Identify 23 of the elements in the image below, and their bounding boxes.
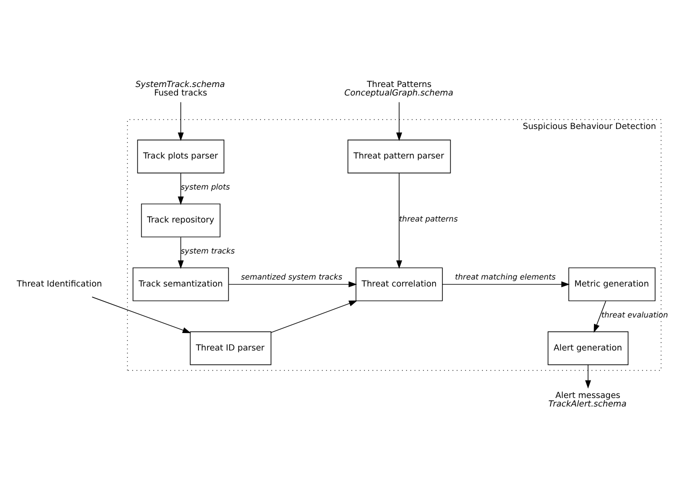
arrow (396, 172, 402, 268)
arrow (178, 236, 184, 268)
node-box: Threat pattern parser (348, 139, 451, 173)
node-text: Threat Identification (16, 278, 102, 288)
node-box: Threat correlation (356, 266, 443, 301)
node-text: SystemTrack.schema Fused tracks (135, 78, 225, 97)
arrow (228, 280, 358, 287)
node-box: Track repository (141, 203, 220, 237)
arrow (442, 280, 570, 287)
node-box: Alert generation (548, 330, 628, 365)
node-box: Track plots parser (137, 139, 224, 173)
arrow (92, 296, 192, 333)
arrow (396, 101, 402, 140)
arrow (270, 300, 358, 332)
node-text: Alert messages TrackAlert.schema (548, 390, 627, 408)
node-box: Metric generation (568, 266, 656, 301)
arrow (178, 172, 184, 204)
node-box: Threat ID parser (190, 330, 272, 365)
node-text: Threat Patterns ConceptualGraph.schema (344, 78, 454, 97)
arrow (178, 101, 184, 140)
node-box: Track semantization (132, 266, 229, 301)
arrow (594, 300, 606, 332)
arrow (585, 364, 592, 388)
